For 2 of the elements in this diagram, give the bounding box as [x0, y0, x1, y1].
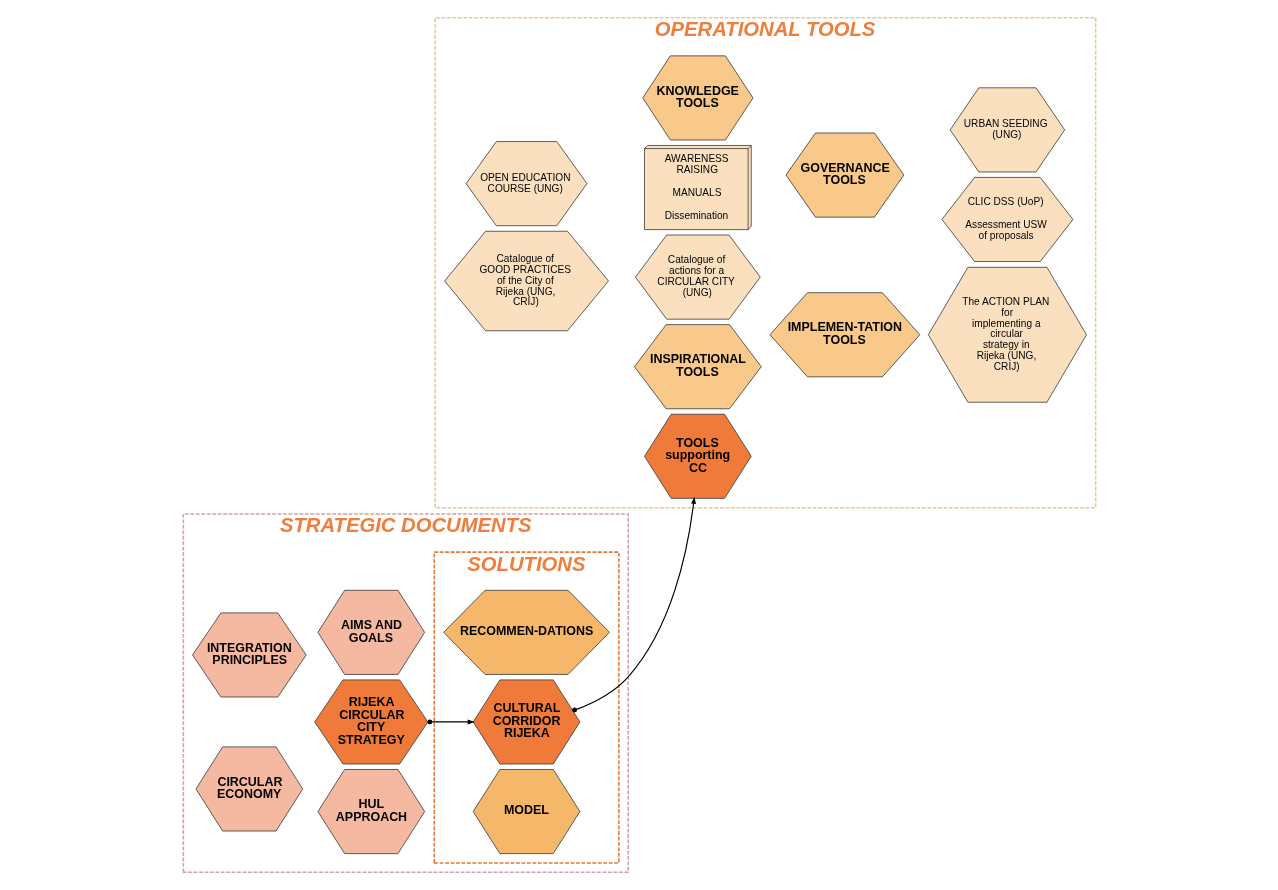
arrow	[426, 719, 475, 725]
arrow	[571, 496, 696, 713]
